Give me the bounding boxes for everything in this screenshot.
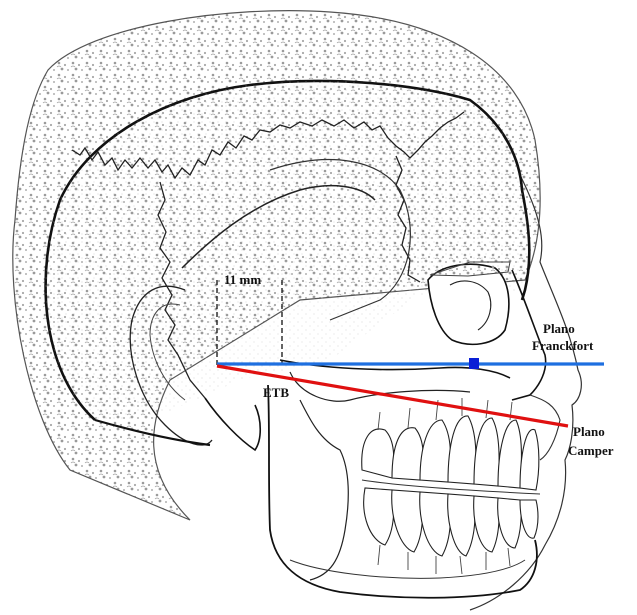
coronal-suture <box>71 111 465 180</box>
face-profile-outline <box>469 174 582 611</box>
temporal-fossa <box>269 159 411 321</box>
frankfort-label-line1: Plano <box>543 321 575 336</box>
camper-plane-line <box>216 364 569 428</box>
zygomatic-lower <box>289 371 471 402</box>
orbital-roof-texture <box>429 261 511 277</box>
etb-label: ETB <box>263 385 289 400</box>
frankfort-marker <box>469 358 479 369</box>
lower-teeth <box>363 487 539 557</box>
orbit-inner <box>449 280 492 331</box>
frankfort-label-line2: Franckfort <box>532 338 594 353</box>
skull-interior-texture <box>45 80 528 420</box>
measure-bracket <box>216 280 283 368</box>
ear-inner <box>149 303 186 401</box>
mastoid-process <box>204 397 262 452</box>
mandible-outline <box>267 384 538 599</box>
upper-teeth <box>361 415 540 491</box>
skull-base <box>94 418 211 447</box>
squamosal-suture <box>181 184 376 269</box>
mandible-ramus <box>299 399 349 581</box>
mandible-inner <box>289 559 526 579</box>
measure-label: 11 mm <box>224 272 261 287</box>
frontal-suture <box>395 155 421 283</box>
camper-label-line2: Camper <box>568 443 614 458</box>
upper-lip-outline <box>529 394 561 461</box>
occlusal-line <box>361 479 541 495</box>
camper-label-line1: Plano <box>573 424 605 439</box>
nasal-bone <box>511 269 547 401</box>
